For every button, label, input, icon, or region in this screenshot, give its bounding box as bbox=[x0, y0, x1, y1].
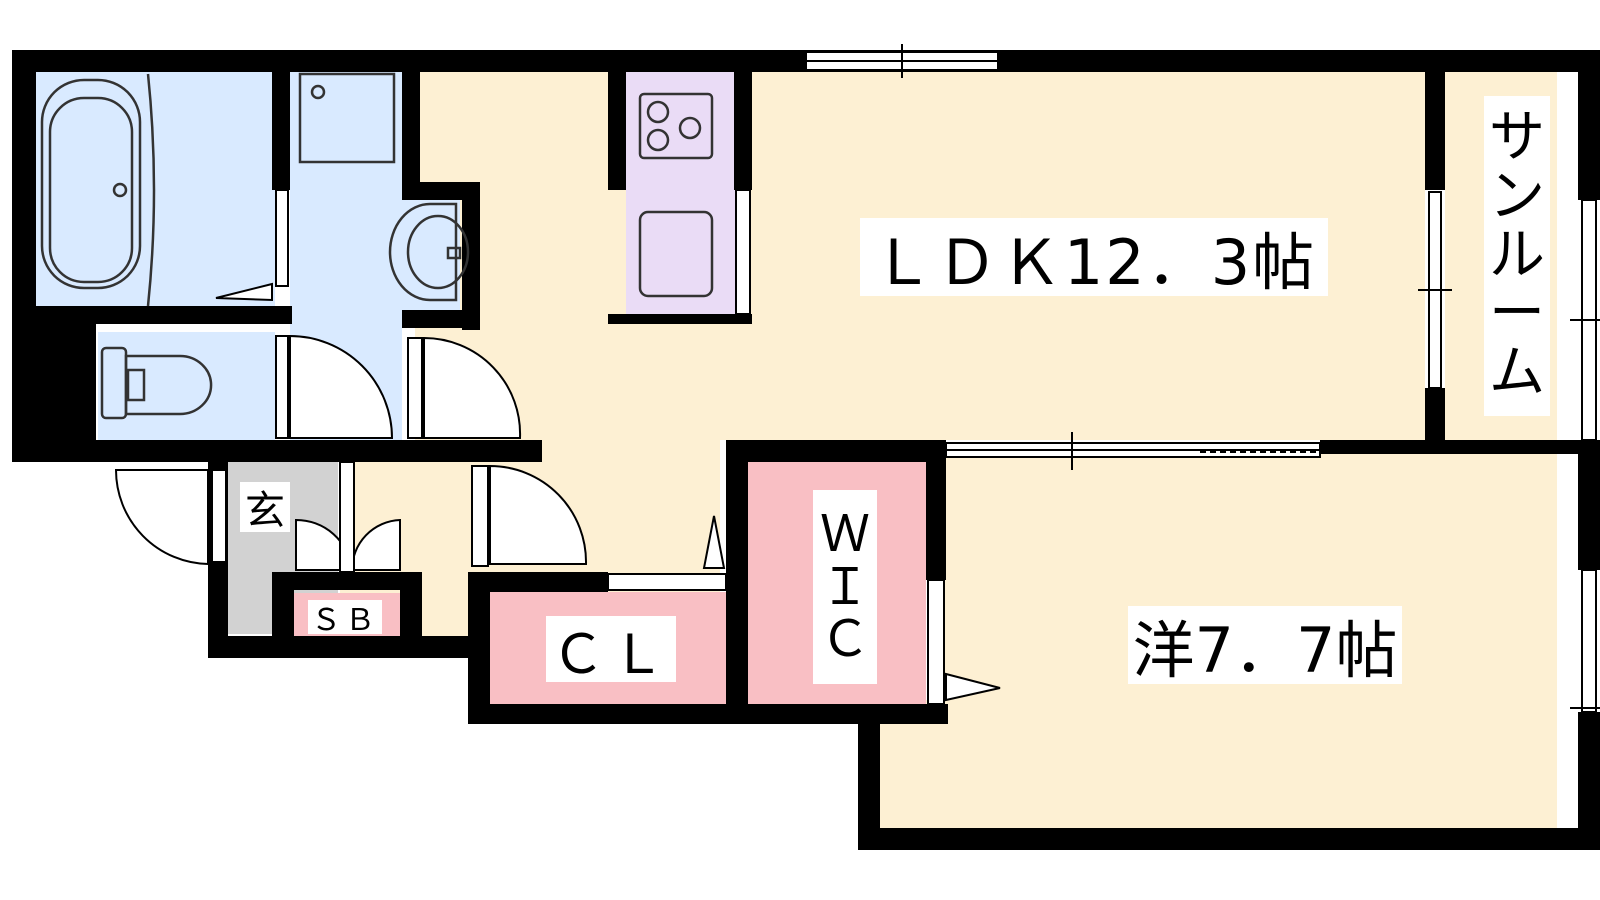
wall-bath-bottom bbox=[12, 306, 292, 324]
door-hall bbox=[423, 336, 522, 439]
wall-sb-right bbox=[400, 572, 422, 652]
wic-char: Ｃ bbox=[820, 610, 870, 669]
wall-wash-right bbox=[402, 50, 420, 200]
room-label-closet: ＣＬ bbox=[546, 616, 676, 686]
wall-right bbox=[1578, 50, 1600, 200]
room-label-western-room: 洋7．7帖 bbox=[1128, 606, 1402, 687]
kitchen-sink bbox=[638, 210, 714, 298]
wall-right-bottom bbox=[1578, 712, 1600, 850]
jamb-washroom bbox=[275, 335, 289, 439]
wall-yo-bottom bbox=[858, 828, 1600, 850]
jamb-hall bbox=[407, 337, 423, 439]
western-room-floor-lower bbox=[878, 700, 1557, 828]
wall-mid-horizontal-right bbox=[1320, 440, 1600, 454]
wic-char: Ｉ bbox=[820, 557, 870, 616]
sink-basin bbox=[388, 202, 458, 302]
wall-sink-right bbox=[462, 182, 480, 330]
wall-cl-bottom bbox=[468, 704, 948, 724]
door-jambs bbox=[211, 189, 751, 573]
wic-char: Ｗ bbox=[820, 505, 870, 564]
sunroom-char: ン bbox=[1489, 163, 1545, 229]
wall-wet-bottom bbox=[12, 440, 542, 462]
jamb-bath bbox=[275, 189, 289, 287]
wall-bath-right bbox=[272, 50, 290, 190]
door-cl-sliding bbox=[702, 515, 726, 569]
wall-kitchen-right bbox=[734, 50, 752, 190]
room-label-shoe-box: ＳＢ bbox=[308, 600, 382, 638]
door-pocket-wic bbox=[927, 579, 945, 705]
wall-cl-left bbox=[468, 572, 490, 724]
wall-sun-left-lower bbox=[1425, 388, 1445, 452]
wall-wic-left bbox=[726, 440, 748, 724]
window-yo-right bbox=[1581, 569, 1597, 713]
jamb-entrance-inner bbox=[339, 461, 355, 573]
bathtub-inner bbox=[48, 96, 134, 284]
room-label-sunroom: サ ン ル ー ム bbox=[1484, 96, 1550, 416]
stove bbox=[638, 92, 714, 160]
windows bbox=[607, 44, 1600, 713]
bathtub-drain bbox=[112, 182, 128, 198]
jamb-entrance bbox=[211, 469, 227, 563]
toilet-seat-hinge bbox=[126, 368, 146, 402]
wall-sun-left bbox=[1425, 50, 1445, 190]
wall-sb-top bbox=[272, 572, 422, 590]
wall-sb-left bbox=[272, 572, 294, 652]
room-label-ldk: ＬＤＫ12．3帖 bbox=[860, 218, 1328, 299]
burner-1 bbox=[646, 100, 670, 124]
wall-sink-bottom bbox=[402, 310, 480, 328]
sunroom-char: サ bbox=[1489, 105, 1545, 170]
bath-partition bbox=[146, 73, 156, 307]
wall-mid-horizontal bbox=[726, 440, 946, 462]
wall-sink-top bbox=[402, 182, 480, 200]
sink-tap bbox=[446, 246, 462, 260]
bathtub-outer bbox=[40, 78, 142, 290]
wall-kitchen-bottom bbox=[608, 314, 752, 324]
burner-2 bbox=[678, 116, 702, 140]
washer-drain bbox=[310, 84, 326, 100]
sink-bowl bbox=[406, 214, 470, 290]
sunroom-char: ル bbox=[1489, 222, 1545, 288]
door-entrance bbox=[114, 469, 209, 566]
door-bath bbox=[215, 282, 273, 302]
door-pocket-cl bbox=[607, 573, 727, 591]
room-label-walk-in-closet: Ｗ Ｉ Ｃ bbox=[813, 490, 877, 684]
wall-kitchen-left bbox=[608, 50, 626, 190]
washer-pan bbox=[298, 72, 396, 164]
toilet-bowl bbox=[124, 354, 213, 416]
door-yo-sliding bbox=[945, 672, 1001, 702]
jamb-kitchen bbox=[735, 189, 751, 315]
wall-wic-right bbox=[926, 440, 946, 580]
fixtures bbox=[40, 72, 714, 420]
kitchen-counter bbox=[626, 70, 746, 322]
wall-yo-left bbox=[858, 704, 880, 850]
door-washroom bbox=[289, 334, 394, 439]
door-ldk bbox=[489, 464, 588, 565]
wall-left-block bbox=[12, 318, 96, 462]
wall-entrance-bottom bbox=[208, 636, 470, 658]
sunroom-char: ム bbox=[1489, 340, 1545, 406]
walls bbox=[12, 50, 1600, 850]
room-label-entrance: 玄 bbox=[240, 482, 290, 534]
burner-3 bbox=[646, 128, 670, 152]
wall-right-lower bbox=[1578, 440, 1600, 570]
jamb-ldk bbox=[471, 465, 489, 567]
wall-cl-top bbox=[468, 572, 608, 592]
sunroom-char: ー bbox=[1489, 281, 1545, 347]
